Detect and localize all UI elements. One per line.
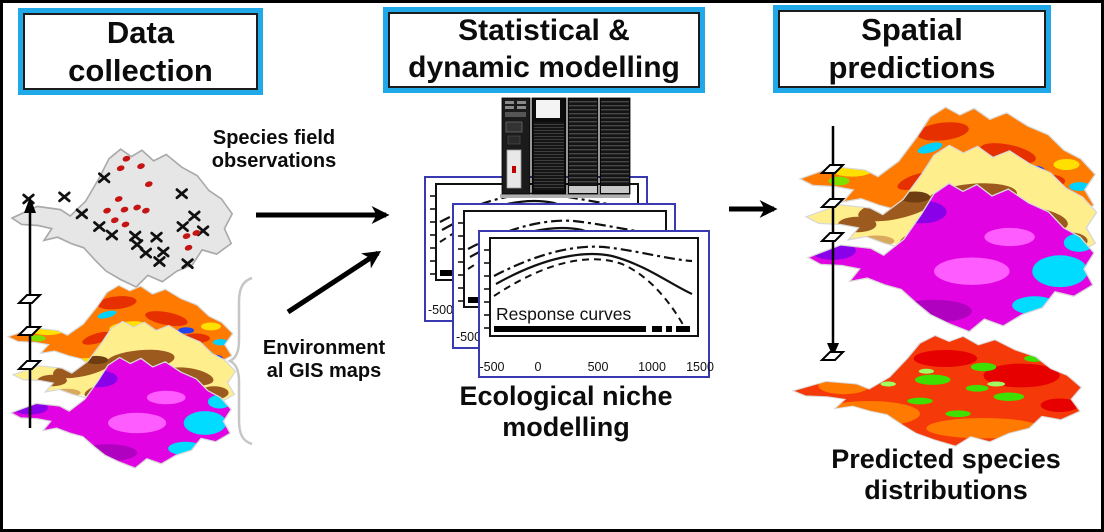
species-observations-label: Species field observations xyxy=(211,127,337,173)
ecological-niche-label: Ecological niche modelling xyxy=(459,381,673,443)
arrow-gis-to-model xyxy=(286,250,382,315)
curly-brace xyxy=(227,276,253,446)
header-box-statistical-modelling: Statistical & dynamic modelling xyxy=(383,7,705,93)
computer-server-rack-image xyxy=(498,96,634,202)
x-tick-label: 0 xyxy=(534,360,542,374)
environmental-gis-label: Environment al GIS maps xyxy=(262,337,386,383)
down-arrowhead-icon xyxy=(827,343,839,357)
header-line: dynamic modelling xyxy=(408,51,680,84)
x-tick-label: -500 xyxy=(479,360,505,374)
predicted-distributions-label: Predicted species distributions xyxy=(831,444,1061,506)
header-line: Spatial xyxy=(861,12,963,48)
sampling-line-right xyxy=(821,126,844,361)
x-tick-label: 500 xyxy=(587,360,609,374)
header-line: Data xyxy=(106,14,175,50)
sample-cell-marker xyxy=(821,351,844,361)
x-tick-label: -500 xyxy=(428,303,454,317)
x-tick-label: 1000 xyxy=(638,360,666,374)
header-box-spatial-predictions: Spatial predictions xyxy=(773,5,1051,93)
predicted-distribution-map xyxy=(792,334,1082,447)
header-line: predictions xyxy=(828,50,996,85)
response-curves-label: Response curves xyxy=(496,304,632,324)
sample-cell-marker xyxy=(18,294,41,304)
response-curve-dashed xyxy=(493,258,687,331)
response-curve-dashdot xyxy=(493,245,693,277)
response-curve-solid xyxy=(495,252,693,296)
sample-cell-marker xyxy=(821,232,844,242)
x-tick-label: 1500 xyxy=(686,360,714,374)
response-curves-chart: Response curves -500 0 500 1000 1500 xyxy=(478,230,714,378)
header-box-data-collection: Data collection xyxy=(18,8,263,95)
sampling-line-left xyxy=(18,197,41,428)
header-line: Statistical & xyxy=(458,14,630,48)
x-tick-label: -500 xyxy=(456,330,482,344)
header-line: collection xyxy=(68,52,213,88)
up-arrowhead-icon xyxy=(24,197,36,213)
